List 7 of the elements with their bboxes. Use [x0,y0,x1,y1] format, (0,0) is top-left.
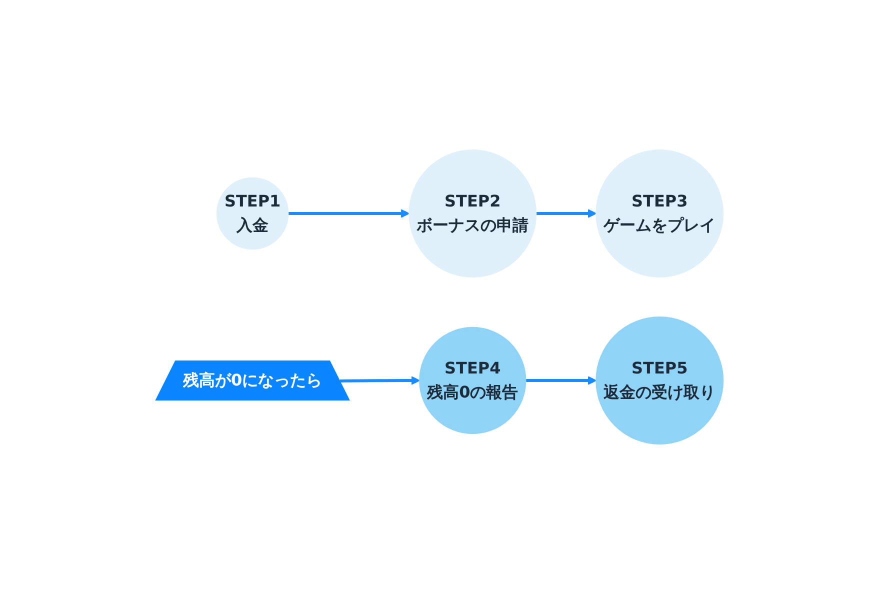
arrow [340,376,420,385]
node-circle: STEP2 ボーナスの申請 [408,150,537,278]
arrow [526,376,596,385]
node-circle: STEP1 入金 [216,177,289,250]
node-circle: STEP5 返金の受け取り [596,316,724,444]
arrow [536,209,596,218]
arrow [288,209,410,218]
